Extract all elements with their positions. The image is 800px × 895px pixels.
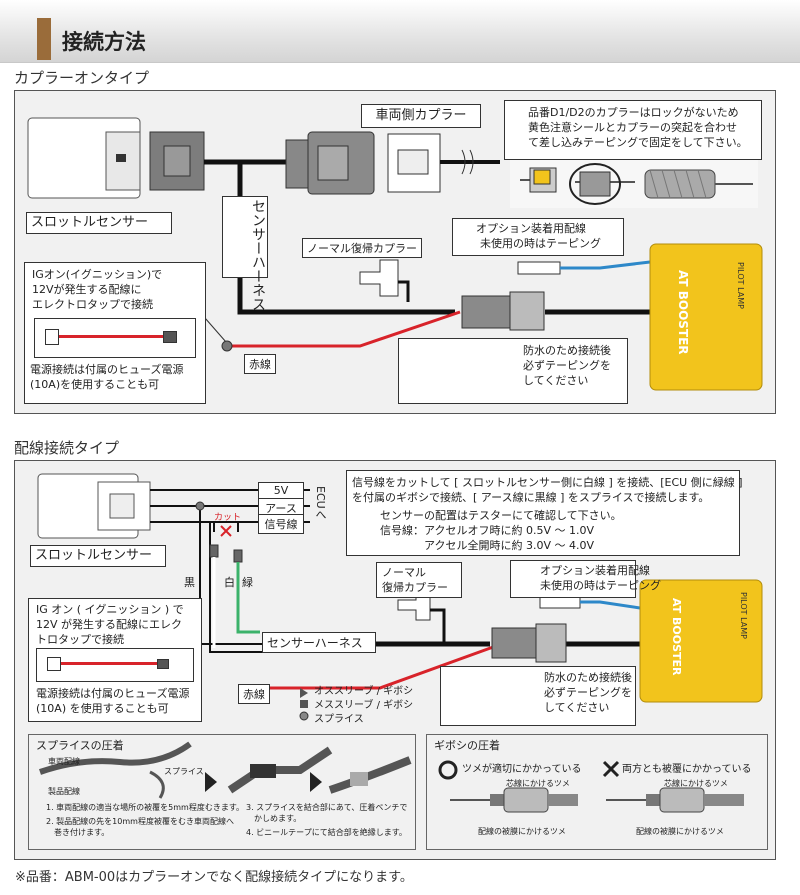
giboshi-core-claw-ng: 芯線にかけるツメ — [664, 779, 728, 788]
coupler-fuse-line1: 電源接続は付属のヒューズ電源 — [30, 363, 184, 376]
at-booster-device — [649, 243, 763, 391]
splice-instruction-line2: を付属のギボシで接続、[ アース線に黒線 ] をスプライスで接続します。 — [352, 491, 710, 504]
coupler-throttle-sensor-label: スロットルセンサー — [26, 212, 172, 234]
splice-step-1: 1. 車両配線の適当な場所の被覆を5mm程度むきます。 — [46, 803, 245, 812]
white-wire-label: 白 — [224, 576, 235, 589]
splice-waterproof-line2: 必ずテーピングを — [544, 686, 632, 699]
center-connector — [461, 295, 511, 329]
product-wire-label: 製品配線 — [48, 787, 80, 796]
coupler-normal-return-label: ノーマル復帰カプラー — [302, 238, 422, 258]
splice-waterproof-line1: 防水のため接続後 — [544, 671, 632, 684]
wire-5v-label: 5V — [258, 482, 304, 499]
giboshi-cover-claw-ng: 配線の被膜にかけるツメ — [636, 827, 724, 836]
giboshi-crimp-box — [426, 734, 768, 850]
splice-step-2: 2. 製品配線の先を10mm程度被覆をむき車両配線へ — [46, 817, 234, 826]
splice-instruction-box — [346, 470, 740, 556]
splice-step-3: 3. スプライスを結合部にあて、圧着ペンチで — [246, 803, 408, 812]
device-pilot-2: PILOT LAMP — [739, 592, 748, 639]
page-header — [0, 0, 800, 63]
splice-step-2-cont: 巻き付けます。 — [54, 828, 110, 837]
coupler-option-box — [452, 218, 624, 256]
giboshi-cover-claw-ok: 配線の被膜にかけるツメ — [478, 827, 566, 836]
splice-option-line1: オプション装着用配線 — [540, 564, 650, 577]
coupler-harness-label: センサーハーネス — [250, 199, 266, 311]
coupler-section-title: カプラーオンタイプ — [14, 69, 150, 87]
splice-fuse-line1: 電源接続は付属のヒューズ電源 — [36, 687, 190, 700]
giboshi-ok-label: ツメが適切にかかっている — [462, 764, 582, 775]
splice-ig-line3: トロタップで接続 — [36, 633, 124, 646]
splice-caution-line1: センサーの配置はテスターにて確認して下さい。 — [380, 509, 622, 522]
splice-step-4: 4. ビニールテープにて結合部を絶縁します。 — [246, 828, 407, 837]
splice-normal-coupler-line2: 復帰カプラー — [382, 581, 448, 594]
giboshi-core-claw-ok: 芯線にかけるツメ — [506, 779, 570, 788]
coupler-ig-line2: 12Vが発生する配線に — [32, 283, 142, 296]
coupler-option-line2: 未使用の時はテーピング — [480, 237, 601, 250]
splice-waterproof-line3: してください — [544, 701, 610, 714]
legend-splice: スプライス — [314, 714, 364, 725]
coupler-fuse-line2: (10A)を使用することも可 — [30, 378, 160, 391]
splice-ig-line2: 12V が発生する配線にエレク — [36, 618, 183, 631]
vehicle-coupler-label: 車両側カプラー — [361, 104, 481, 128]
splice-part-label: スプライス — [164, 767, 204, 776]
splice-option-line2: 未使用の時はテーピング — [540, 579, 661, 592]
splice-normal-coupler-box — [376, 562, 462, 598]
coupler-ig-line3: エレクトロタップで接続 — [32, 298, 153, 311]
splice-caution-line2: 信号線：アクセルオフ時に約 0.5V ～ 1.0V — [380, 524, 594, 537]
giboshi-ng-label: 両方とも被覆にかかっている — [622, 764, 752, 775]
wire-earth-label: アース — [258, 498, 304, 518]
splice-red-wire-label: 赤線 — [238, 684, 270, 704]
splice-step-3-cont: かしめます。 — [254, 814, 302, 823]
vehicle-wire-label: 車両配線 — [48, 757, 80, 766]
wire-signal-label: 信号線 — [258, 514, 304, 534]
splice-fuse-line2: (10A) を使用することも可 — [36, 702, 169, 715]
coupler-fuse-illustration — [34, 318, 196, 358]
coupler-warning-line2: 黄色注意シールとカプラーの突起を合わせ — [528, 121, 737, 134]
splice-throttle-sensor-label: スロットルセンサー — [30, 545, 166, 567]
splice-fuse-illustration — [36, 648, 194, 682]
coupler-waterproof-line1: 防水のため接続後 — [523, 344, 611, 357]
green-wire-label: 緑 — [242, 576, 253, 589]
splice-normal-coupler-line1: ノーマル — [382, 566, 426, 579]
legend-female-sleeve: メススリーブ / ギボシ — [314, 700, 414, 711]
coupler-waterproof-line3: してください — [523, 374, 589, 387]
splice-crimp-title: スプライスの圧着 — [36, 739, 124, 752]
black-wire-label: 黒 — [184, 576, 195, 589]
page-title: 接続方法 — [62, 30, 146, 54]
device-brand-2: AT BOOSTER — [670, 598, 683, 676]
splice-ig-line1: IG オン ( イグニッション ) で — [36, 603, 184, 616]
coupler-warning-line3: て差し込みテーピングで固定をして下さい。 — [528, 136, 748, 149]
splice-crimp-box — [28, 734, 416, 850]
coupler-option-line1: オプション装着用配線 — [476, 222, 586, 235]
coupler-warning-box — [504, 100, 762, 160]
coupler-red-wire-label: 赤線 — [244, 354, 276, 374]
footer-note: ※品番：ABM-00はカプラーオンでなく配線接続タイプになります。 — [15, 870, 413, 885]
header-accent-bar — [37, 18, 51, 60]
cut-label: カット — [214, 513, 242, 523]
coupler-ig-line1: IGオン(イグニッション)で — [32, 268, 163, 281]
splice-section-title: 配線接続タイプ — [14, 439, 120, 457]
coupler-warning-line1: 品番D1/D2のカプラーはロックがないため — [528, 106, 739, 119]
splice-instruction-line1: 信号線をカットして [ スロットルセンサー側に白線 ] を接続、[ECU 側に緑… — [352, 476, 743, 489]
ecu-label: ECUへ — [314, 486, 327, 520]
legend-male-sleeve: オススリーブ / ギボシ — [314, 686, 414, 697]
coupler-waterproof-box — [398, 338, 628, 404]
splice-harness-label: センサーハーネス — [262, 632, 376, 653]
coupler-harness-box — [222, 196, 268, 278]
splice-waterproof-box — [440, 666, 636, 726]
splice-option-box — [510, 560, 636, 598]
coupler-waterproof-line2: 必ずテーピングを — [523, 359, 611, 372]
splice-caution-line3: アクセル全開時に約 3.0V ～ 4.0V — [424, 539, 594, 552]
giboshi-crimp-title: ギボシの圧着 — [434, 739, 500, 752]
